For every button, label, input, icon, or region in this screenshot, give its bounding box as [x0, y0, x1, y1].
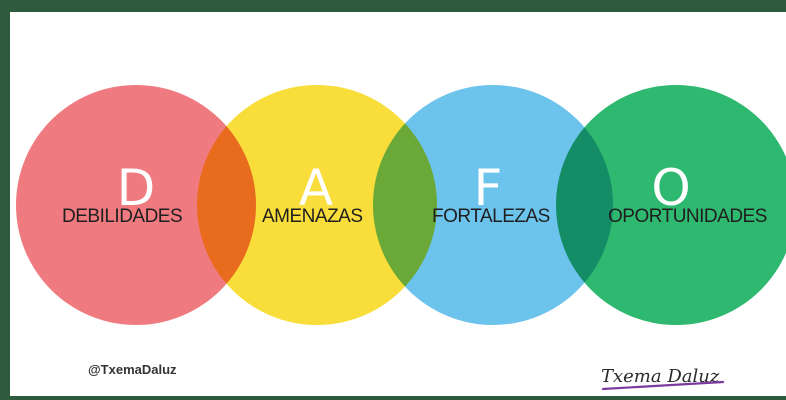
author-handle: @TxemaDaluz [88, 362, 177, 377]
circle-oportunidades [556, 85, 786, 325]
signature-text: Txema Daluz [601, 366, 720, 387]
letter-o: O [651, 159, 691, 217]
letter-d: D [116, 159, 156, 217]
signature-underline [601, 380, 725, 391]
label-oportunidades: OPORTUNIDADES [608, 206, 767, 227]
letter-a: A [298, 159, 334, 217]
letter-f: F [473, 159, 503, 217]
label-amenazas: AMENAZAS [262, 206, 363, 227]
dafo-diagram: D A F O DEBILIDADES AMENAZAS FORTALEZAS … [10, 12, 786, 396]
label-fortalezas: FORTALEZAS [432, 206, 550, 227]
signature-logo: Txema Daluz [601, 366, 725, 391]
label-debilidades: DEBILIDADES [62, 206, 183, 227]
